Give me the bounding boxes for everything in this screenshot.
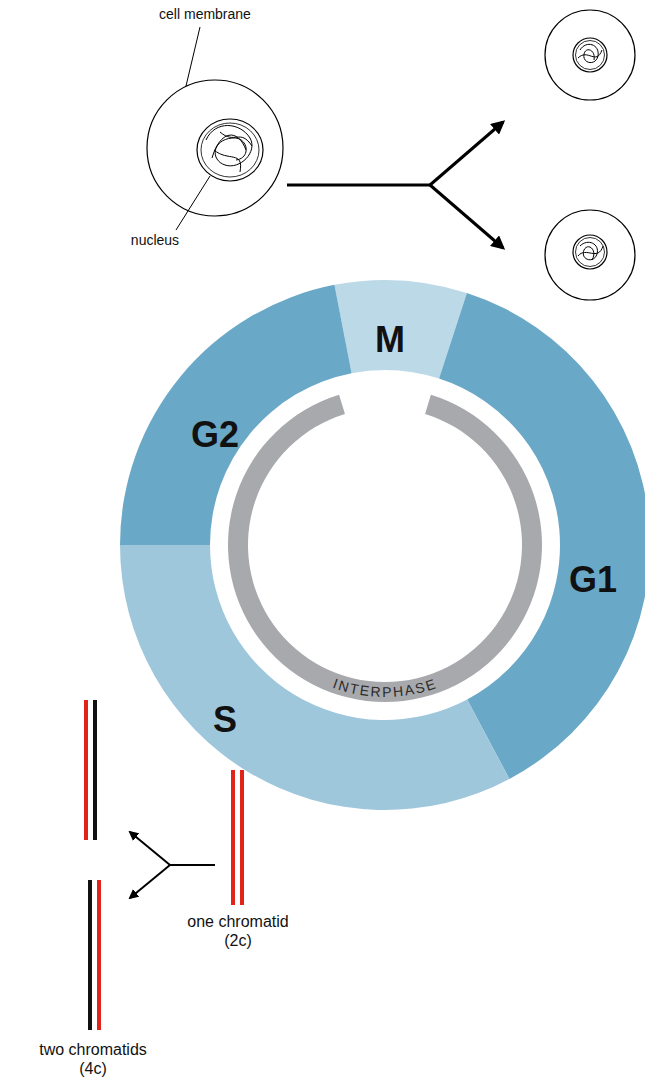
chromatid-label: one chromatid (2c) bbox=[182, 912, 294, 950]
phase-label: G1 bbox=[569, 560, 617, 600]
daughter-cell bbox=[545, 210, 635, 300]
replication-arrow bbox=[130, 832, 215, 898]
daughter-cell bbox=[545, 10, 635, 100]
arc-fill bbox=[228, 395, 542, 702]
leader-line bbox=[176, 176, 210, 230]
phase-label: G2 bbox=[191, 415, 239, 455]
part-label: nucleus bbox=[131, 232, 179, 249]
leader-line bbox=[186, 27, 200, 86]
phase-label: S bbox=[213, 700, 237, 740]
part-label: cell membrane bbox=[159, 6, 251, 23]
phase-label: M bbox=[375, 320, 405, 360]
parent-cell bbox=[147, 80, 283, 216]
chromatid-label: two chromatids (4c) bbox=[32, 1040, 154, 1078]
division-arrow bbox=[287, 122, 503, 248]
two-chromatids bbox=[86, 700, 99, 1030]
one-chromatid bbox=[233, 770, 242, 905]
phase-label: INTERPHASE bbox=[331, 675, 439, 700]
